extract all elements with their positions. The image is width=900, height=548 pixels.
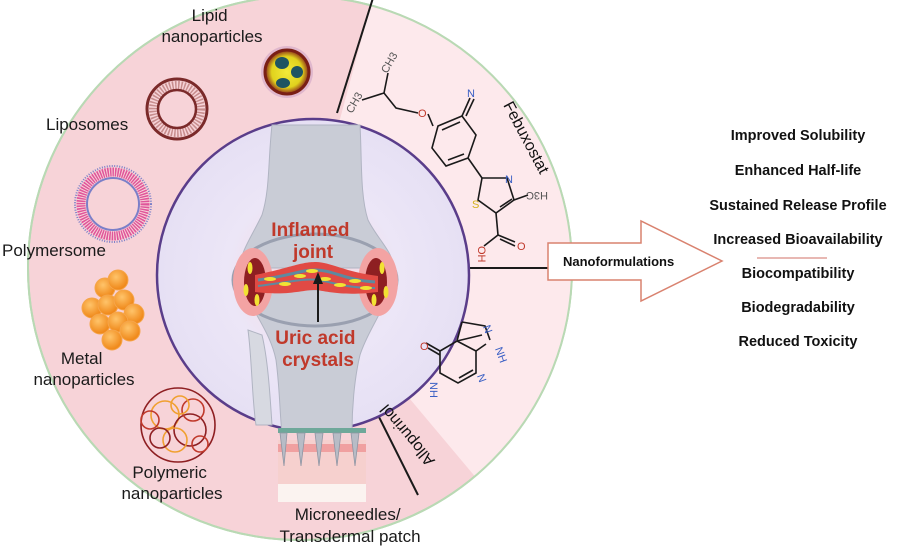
svg-text:N: N — [480, 324, 494, 336]
benefit-item: Biocompatibility — [742, 266, 855, 282]
metal-nanoparticles-label: Metal nanoparticles — [33, 349, 134, 389]
benefit-item: Improved Solubility — [731, 128, 866, 144]
svg-text:S: S — [472, 199, 479, 211]
polymeric-nanoparticles-label: Polymeric nanoparticles — [121, 463, 222, 503]
svg-text:N: N — [474, 373, 488, 385]
inflamed-joint-illustration — [231, 124, 399, 433]
svg-text:OH: OH — [475, 246, 487, 263]
benefit-item: Biodegradability — [741, 300, 855, 316]
microneedles-label: Microneedles/ Transdermal patch — [279, 505, 420, 546]
divider-bottom — [372, 404, 419, 496]
svg-text:NH: NH — [492, 346, 509, 365]
svg-text:NH: NH — [427, 382, 439, 398]
liposomes-label: Liposomes — [46, 115, 128, 134]
polymeric-nanoparticle-icon — [140, 387, 216, 463]
drug-sector — [300, 0, 572, 540]
svg-text:H3C: H3C — [526, 189, 548, 201]
allopurinol-structure — [425, 321, 491, 384]
divider-top — [336, 0, 374, 114]
svg-text:N: N — [505, 174, 513, 186]
svg-text:O: O — [418, 108, 427, 120]
polymersome-icon — [74, 165, 152, 243]
allopurinol-atoms: O NH N N NH — [420, 324, 509, 398]
svg-text:N: N — [467, 88, 475, 100]
liposome-icon — [145, 77, 209, 141]
microneedle-patch-icon — [278, 428, 366, 502]
nanoformulations-label: Nanoformulations — [563, 254, 674, 269]
benefit-item: Sustained Release Profile — [709, 198, 886, 214]
benefit-item: Reduced Toxicity — [739, 334, 858, 350]
inflamed-joint-label: Inflamed joint — [271, 220, 354, 263]
benefit-item: Increased Bioavailability — [713, 232, 882, 248]
uric-acid-crystals-label: Uric acid crystals — [275, 328, 361, 371]
polymersome-label: Polymersome — [2, 241, 106, 260]
benefit-item: Enhanced Half-life — [735, 163, 862, 179]
lipid-nanoparticle-icon — [261, 46, 313, 98]
lipid-nanoparticles-label: Lipid nanoparticles — [161, 6, 262, 46]
svg-text:O: O — [420, 341, 429, 353]
metal-nanoparticle-icon — [81, 269, 145, 351]
nanoformulations-arrow — [547, 219, 724, 303]
svg-text:O: O — [517, 241, 526, 253]
uric-acid-crystals — [243, 262, 389, 306]
febuxostat-structure — [361, 72, 529, 247]
